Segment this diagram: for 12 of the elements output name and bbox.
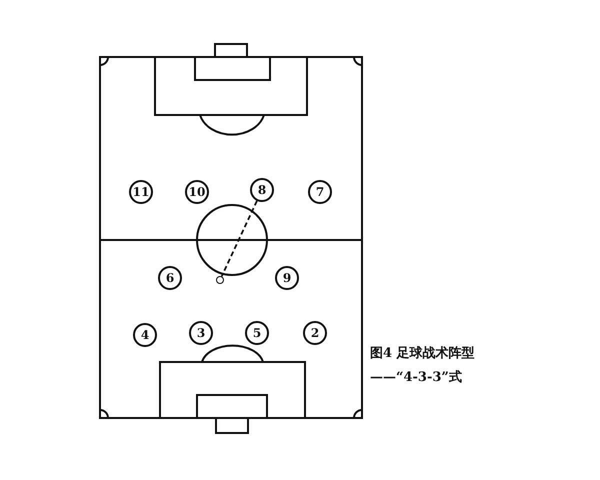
player-circle: 11: [129, 180, 153, 204]
player-circle: 2: [303, 321, 327, 345]
ball-circle: [216, 276, 224, 284]
player-circle: 8: [250, 178, 274, 202]
player-circle: 10: [185, 180, 209, 204]
player-circle: 5: [245, 321, 269, 345]
player-circle: 9: [275, 266, 299, 290]
player-circle: 4: [133, 323, 157, 347]
player-circle: 7: [308, 180, 332, 204]
figure-caption: 图4 足球战术阵型——“4-3-3”式: [370, 345, 476, 387]
player-circle: 3: [189, 321, 213, 345]
player-circle: 6: [158, 266, 182, 290]
